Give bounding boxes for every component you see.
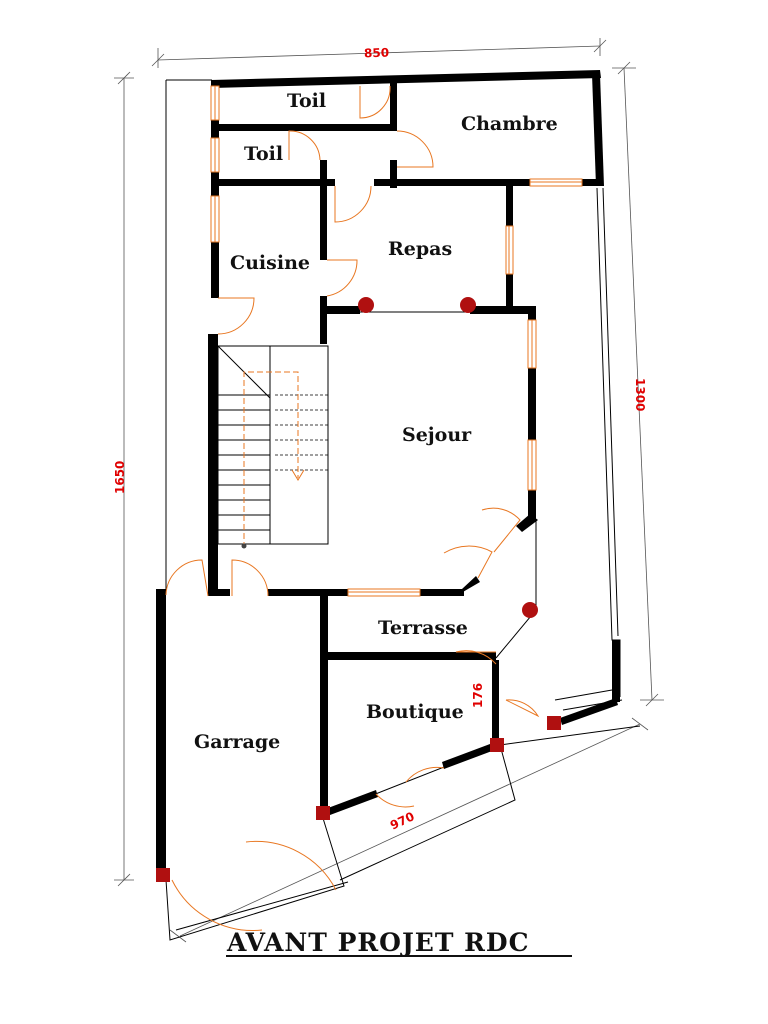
room-label-sejour: Sejour	[402, 424, 472, 446]
column-dot	[522, 602, 538, 618]
dim-right-height: 1300	[633, 378, 647, 411]
room-label-chambre: Chambre	[461, 113, 558, 135]
column-square	[547, 716, 561, 730]
column-square	[316, 806, 330, 820]
room-label-boutique: Boutique	[366, 701, 464, 723]
dimension-lines	[114, 38, 664, 943]
room-label-cuisine: Cuisine	[230, 252, 310, 274]
plan-title-group: AVANT PROJET RDC	[226, 928, 572, 957]
columns	[156, 297, 561, 882]
dim-top-width: 850	[364, 46, 390, 61]
staircase	[217, 345, 329, 549]
walls	[156, 70, 620, 879]
room-label-toil-top: Toil	[287, 90, 326, 112]
dim-left-height: 1650	[113, 461, 127, 494]
column-dot	[460, 297, 476, 313]
dim-small: 176	[471, 683, 485, 708]
room-label-toil-bottom: Toil	[244, 143, 283, 165]
room-label-garrage: Garrage	[194, 731, 280, 753]
windows	[210, 85, 583, 597]
column-square	[490, 738, 504, 752]
column-square	[156, 868, 170, 882]
room-label-repas: Repas	[388, 238, 452, 260]
doors	[165, 85, 540, 931]
room-labels: Toil Toil Chambre Cuisine Repas Sejour T…	[194, 90, 558, 753]
room-label-terrasse: Terrasse	[378, 617, 468, 639]
plan-title: AVANT PROJET RDC	[226, 928, 530, 957]
column-dot	[358, 297, 374, 313]
boundary-lines	[165, 79, 641, 941]
